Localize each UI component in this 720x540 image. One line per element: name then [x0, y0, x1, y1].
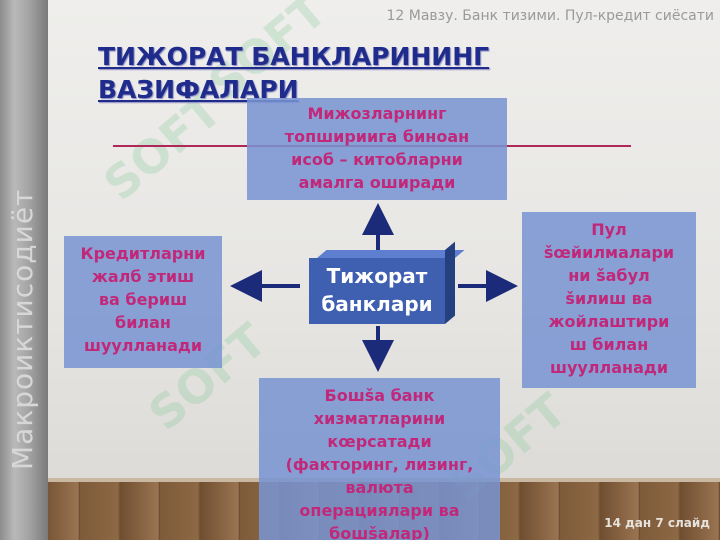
center-box-side-face — [445, 242, 455, 324]
center-box-commercial-banks: Тижорат банклари — [309, 258, 445, 324]
slide-counter: 14 дан 7 слайд — [604, 516, 710, 530]
function-box-settlements: Мижозларнинг топшириига биноан исоб – ки… — [247, 98, 507, 200]
center-box-top-face — [317, 250, 465, 258]
function-box-other-services: Бошša банк хизматларини кœрсатади (факто… — [259, 378, 500, 540]
function-box-deposits: Пул šœйилмалари ни šабул šилиш ва жойлаш… — [522, 212, 696, 388]
function-box-credit: Кредитларни жалб этиш ва бериш билан шуу… — [64, 236, 222, 368]
